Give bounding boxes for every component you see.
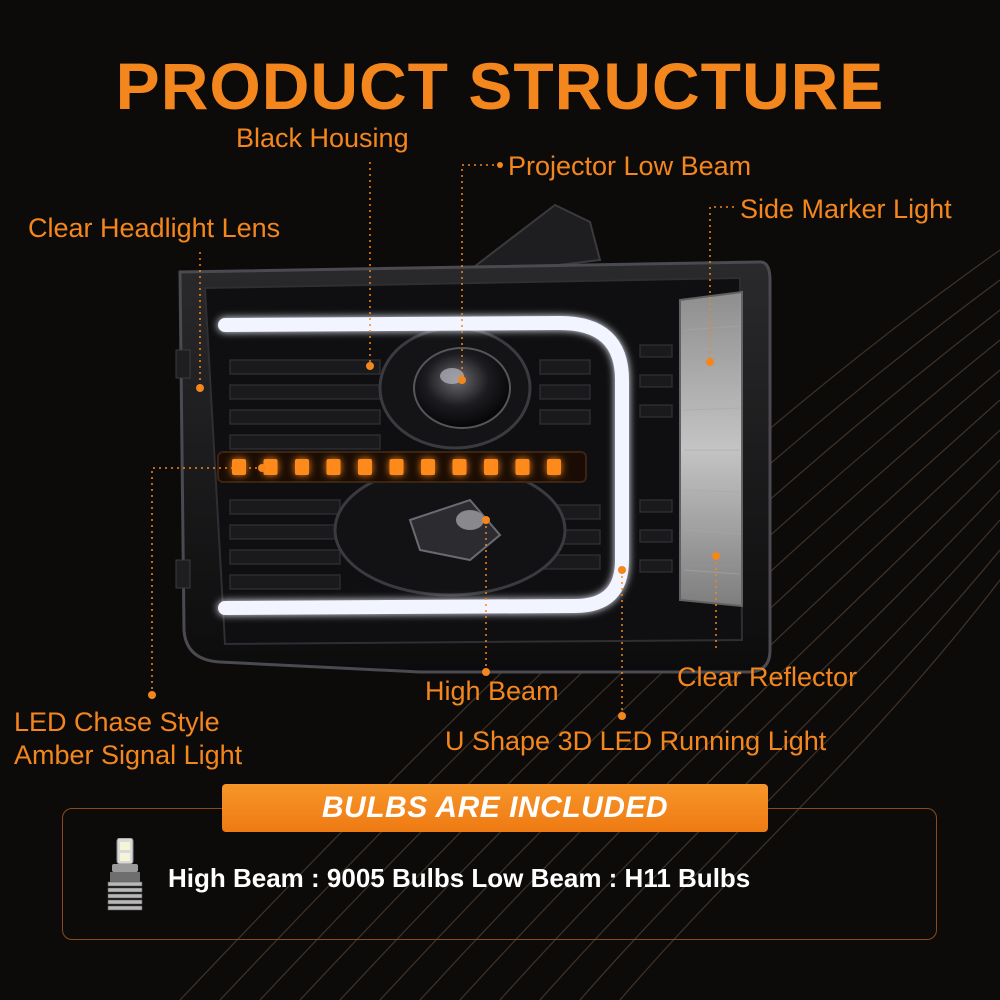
bulbs-spec-text: High Beam : 9005 Bulbs Low Beam : H11 Bu… <box>168 863 751 893</box>
label-led-chase-line1: LED Chase Style <box>14 707 220 737</box>
amber-led-segment <box>484 459 498 475</box>
bulbs-included-banner: BULBS ARE INCLUDED <box>222 784 768 832</box>
amber-led-segment <box>232 459 246 475</box>
label-projector-low-beam: Projector Low Beam <box>508 151 752 181</box>
amber-led-segment <box>358 459 372 475</box>
side-marker-lens <box>679 290 743 608</box>
label-clear-reflector: Clear Reflector <box>677 662 858 692</box>
amber-led-segment <box>326 459 341 475</box>
label-side-marker-light: Side Marker Light <box>740 194 952 224</box>
amber-led-segment <box>295 459 309 475</box>
label-led-chase-line2: Amber Signal Light <box>14 740 243 770</box>
led-bulb-icon <box>107 838 143 911</box>
amber-led-segment <box>421 459 435 475</box>
page-title: PRODUCT STRUCTURE <box>115 49 885 123</box>
reflector-fins-upper <box>229 359 591 450</box>
amber-led-segment <box>263 459 278 475</box>
label-high-beam: High Beam <box>425 676 559 706</box>
u-shape-running-light <box>218 315 629 615</box>
amber-led-segment <box>515 459 530 475</box>
label-clear-headlight-lens: Clear Headlight Lens <box>28 213 281 243</box>
amber-led-segment <box>389 459 404 475</box>
label-black-housing: Black Housing <box>236 123 409 153</box>
amber-led-segment <box>547 459 561 475</box>
amber-led-segment <box>452 459 467 475</box>
label-u-shape-running-light: U Shape 3D LED Running Light <box>445 726 827 756</box>
mounting-bracket <box>467 203 602 274</box>
